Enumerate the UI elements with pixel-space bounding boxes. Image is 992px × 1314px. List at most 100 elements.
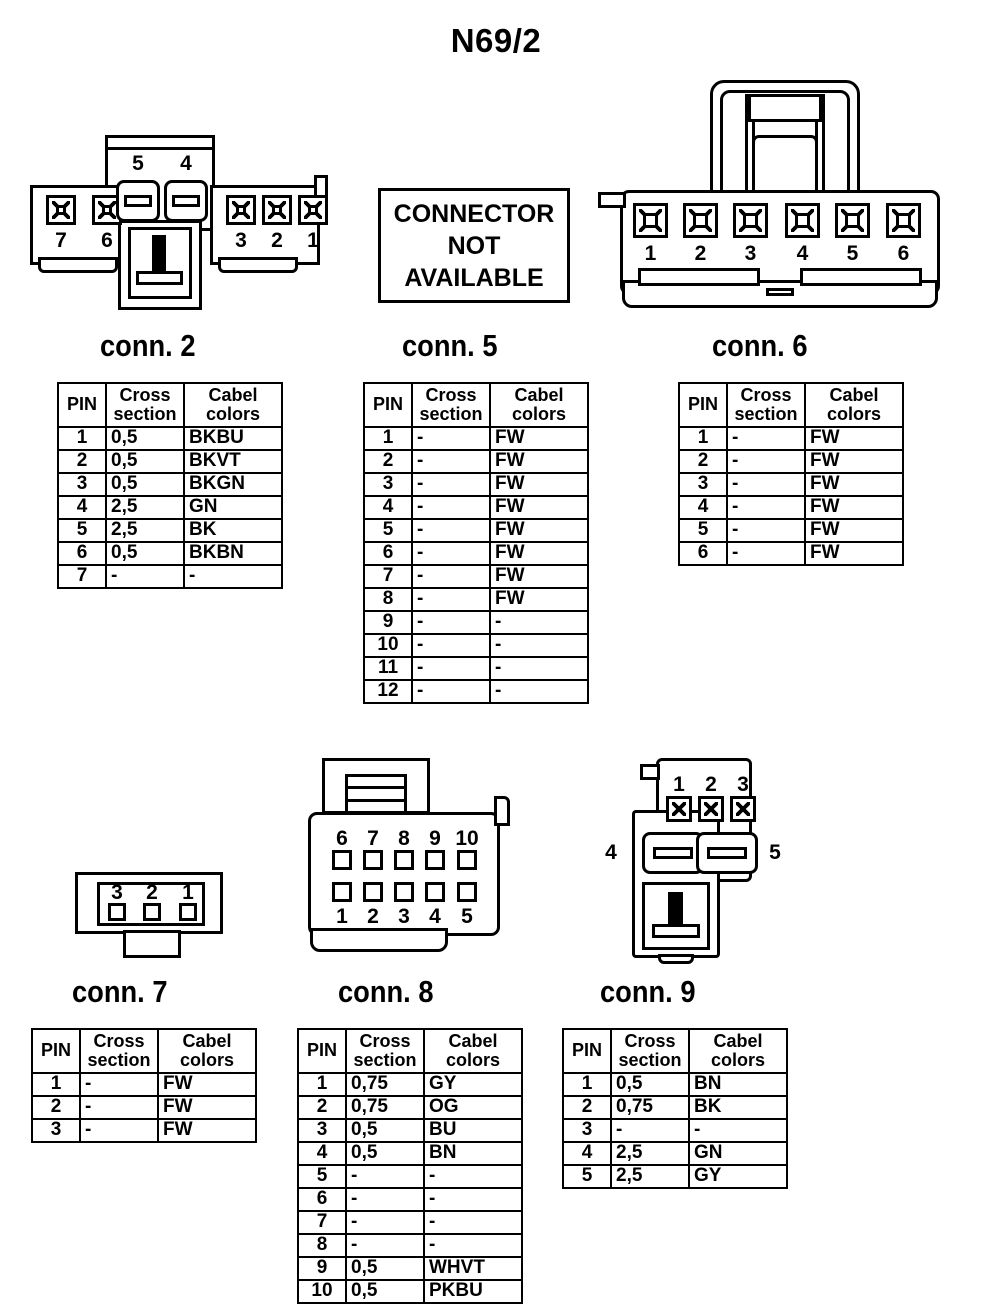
conn2-latch-foot bbox=[136, 271, 183, 285]
table-row: 12-- bbox=[363, 678, 589, 704]
conn8-pin-3 bbox=[394, 882, 414, 902]
cell-pin: 2 bbox=[562, 1094, 612, 1120]
cell-cs: - bbox=[411, 609, 491, 635]
cell-cs: - bbox=[411, 586, 491, 612]
table-row: 1-FW bbox=[678, 425, 904, 451]
conn8-label-2: 2 bbox=[367, 905, 379, 928]
cell-pin: 7 bbox=[57, 563, 107, 589]
conn2-label-7: 7 bbox=[55, 229, 67, 252]
cell-pin: 1 bbox=[297, 1071, 347, 1097]
cell-cs: - bbox=[79, 1117, 159, 1143]
cell-cc: FW bbox=[804, 517, 904, 543]
cell-pin: 5 bbox=[562, 1163, 612, 1189]
cell-cc: - bbox=[688, 1117, 788, 1143]
cell-cs: - bbox=[411, 471, 491, 497]
conn9-label-3: 3 bbox=[737, 773, 749, 796]
cell-cs: - bbox=[411, 632, 491, 658]
cell-cc: - bbox=[489, 655, 589, 681]
cell-cc: FW bbox=[489, 448, 589, 474]
conn7-label-1: 1 bbox=[182, 881, 194, 904]
table-row: 10-- bbox=[363, 632, 589, 658]
cell-cc: FW bbox=[489, 517, 589, 543]
conn2-right-skirt bbox=[218, 257, 298, 273]
cell-cc: - bbox=[489, 632, 589, 658]
cell-cs: 2,5 bbox=[610, 1163, 690, 1189]
conn6-pin-3 bbox=[733, 203, 768, 238]
cell-pin: 3 bbox=[31, 1117, 81, 1143]
page-title: N69/2 bbox=[450, 22, 542, 59]
conn9-pin-2 bbox=[698, 796, 724, 822]
cell-cs: 0,5 bbox=[105, 425, 185, 451]
table-row: 9-- bbox=[363, 609, 589, 635]
cell-cc: GY bbox=[423, 1071, 523, 1097]
conn8-pin-2 bbox=[363, 882, 383, 902]
conn7-pin-1 bbox=[179, 903, 197, 921]
conn8-right-ear bbox=[494, 796, 510, 826]
cell-cs: 0,5 bbox=[345, 1278, 425, 1304]
cell-cs: - bbox=[345, 1186, 425, 1212]
conn9-label-5: 5 bbox=[769, 841, 781, 864]
cell-cs: - bbox=[411, 425, 491, 451]
cell-cc: FW bbox=[157, 1117, 257, 1143]
table-row: 8-FW bbox=[363, 586, 589, 612]
connector-7-drawing: 3 2 1 bbox=[75, 872, 235, 962]
cell-cs: - bbox=[411, 517, 491, 543]
cell-cs: 2,5 bbox=[105, 494, 185, 520]
connector-2-drawing: 5 4 7 6 3 2 1 bbox=[30, 135, 340, 310]
cell-cc: FW bbox=[804, 471, 904, 497]
cell-pin: 2 bbox=[57, 448, 107, 474]
conn8-label-4: 4 bbox=[429, 905, 441, 928]
cell-pin: 9 bbox=[297, 1255, 347, 1281]
conn8-label-5: 5 bbox=[461, 905, 473, 928]
table-row: 3-FW bbox=[31, 1117, 257, 1143]
cell-cc: BKGN bbox=[183, 471, 283, 497]
header-pin: PIN bbox=[57, 382, 107, 428]
conn8-pin-1 bbox=[332, 882, 352, 902]
table-row: 6-FW bbox=[678, 540, 904, 566]
connector-8-caption: conn. 8 bbox=[338, 974, 434, 1009]
cell-pin: 6 bbox=[363, 540, 413, 566]
cell-pin: 5 bbox=[57, 517, 107, 543]
cell-pin: 4 bbox=[363, 494, 413, 520]
conn9-slot-5 bbox=[696, 832, 758, 874]
conn6-lower-slot-left bbox=[638, 268, 760, 286]
conn7-pin-3 bbox=[108, 903, 126, 921]
conn2-left-skirt bbox=[38, 257, 118, 273]
conn6-pin-6 bbox=[886, 203, 921, 238]
conn6-label-1: 1 bbox=[644, 242, 657, 265]
cell-cs: - bbox=[411, 563, 491, 589]
cell-cs: - bbox=[726, 540, 806, 566]
cell-cs: 0,5 bbox=[105, 540, 185, 566]
table-row: 3-- bbox=[562, 1117, 788, 1143]
cell-cc: BKVT bbox=[183, 448, 283, 474]
cell-cs: 0,5 bbox=[345, 1140, 425, 1166]
cell-pin: 12 bbox=[363, 678, 413, 704]
cell-pin: 2 bbox=[363, 448, 413, 474]
cell-pin: 1 bbox=[363, 425, 413, 451]
table-row: 1-FW bbox=[363, 425, 589, 451]
conn8-pin-4 bbox=[425, 882, 445, 902]
connector-5-caption: conn. 5 bbox=[402, 328, 498, 363]
cell-cs: - bbox=[726, 448, 806, 474]
notice-line-3: AVAILABLE bbox=[404, 263, 544, 292]
conn8-pin-5 bbox=[457, 882, 477, 902]
cell-cs: - bbox=[79, 1094, 159, 1120]
cell-cs: - bbox=[411, 448, 491, 474]
conn2-slot-5 bbox=[116, 180, 160, 222]
cell-cs: 0,5 bbox=[105, 448, 185, 474]
cell-pin: 5 bbox=[678, 517, 728, 543]
